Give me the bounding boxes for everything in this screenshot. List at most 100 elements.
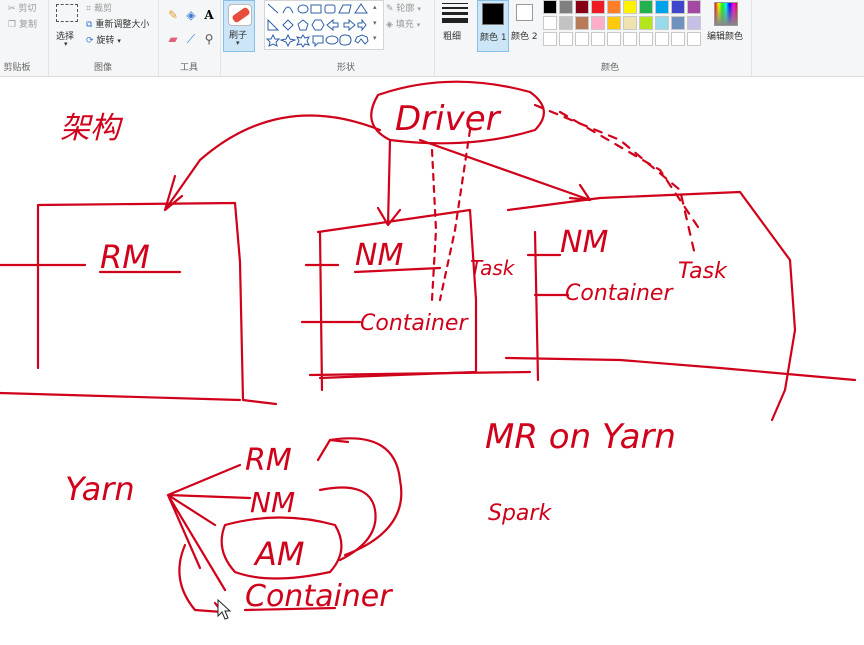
brush-icon [228,4,252,26]
palette-swatch[interactable] [687,0,701,14]
rotate-label: 旋转 [96,36,115,46]
color1-label: 颜色 1 [480,33,507,43]
arrow-driver-rm [163,114,382,212]
outline-button[interactable]: ✎ 轮廓 ▾ [386,4,421,14]
crop-button[interactable]: ⌗ 裁剪 [86,1,112,14]
shapes-group-label: 形状 [336,63,355,73]
copy-button[interactable]: ❐ 复制 [8,17,37,30]
palette-swatch[interactable] [623,0,637,14]
drawing-canvas[interactable]: 架构 Driver AM RM NM Container Task NM Tas… [0,77,864,645]
container-2-text: Container [565,281,674,306]
copy-icon: ❐ [8,20,17,30]
yarn-fan [166,463,252,592]
color-picker-icon[interactable]: ⟋ [186,32,196,46]
brush-button[interactable]: 刷子 ▾ [223,0,255,52]
rm-box-text: RM [100,238,150,276]
palette-swatch[interactable] [671,16,685,30]
shapes-expand-icon[interactable]: ▾ [373,34,377,42]
arrow-driver-nm2 [418,138,592,202]
palette-swatch[interactable] [687,16,701,30]
palette-swatch[interactable] [687,32,701,46]
crop-icon: ⌗ [86,4,92,14]
dashed-arrow-3 [533,103,697,257]
nm-bottom-text: NM [250,486,295,519]
palette-swatch[interactable] [671,32,685,46]
palette-swatch[interactable] [639,0,653,14]
palette-swatch[interactable] [671,0,685,14]
nm-box-outline [316,208,478,392]
rotate-button[interactable]: ⟳ 旋转 ▾ [86,33,121,46]
rotate-icon: ⟳ [86,36,94,46]
palette-swatch[interactable] [543,32,557,46]
palette-swatch[interactable] [655,0,669,14]
scissors-icon: ✂ [8,4,16,14]
brush-label: 刷子 [229,31,248,41]
cycle-arrows [316,437,403,562]
brush-dropdown-icon: ▾ [236,39,240,47]
resize-icon: ⧉ [86,20,93,30]
palette-swatch[interactable] [623,32,637,46]
shapes-gallery[interactable]: ▴ ▾ ▾ [264,0,384,50]
rainbow-palette-icon [714,2,738,26]
palette-swatch[interactable] [623,16,637,30]
palette-swatch[interactable] [607,0,621,14]
nm-underline [353,266,442,274]
palette-swatch[interactable] [559,32,573,46]
palette-swatch[interactable] [543,16,557,30]
select-button[interactable]: 选择 ▾ [54,2,80,52]
text-tool-icon[interactable]: A [204,8,214,22]
rm-box-outline [36,201,278,406]
rotate-dropdown-icon: ▾ [117,37,121,45]
copy-label: 复制 [18,20,37,30]
pencil-icon[interactable]: ✎ [167,8,179,22]
size-button[interactable]: 粗细 [437,0,475,52]
palette-swatch[interactable] [575,16,589,30]
shapes-scroll-down-icon[interactable]: ▾ [373,19,377,27]
palette-swatch[interactable] [607,32,621,46]
fill-button[interactable]: ◈ 填充 ▾ [386,20,421,30]
rm-bottom-text: RM [245,443,292,478]
color1-button[interactable]: 颜色 1 [477,0,509,52]
palette-swatch[interactable] [655,16,669,30]
eraser-icon[interactable]: ▰ [168,32,178,46]
dashed-arrow-4 [558,110,702,232]
fill-label: 填充 [395,20,414,30]
fill-bucket-icon[interactable]: ◈ [186,8,196,22]
container-1-text: Container [360,311,469,336]
palette-swatch[interactable] [607,16,621,30]
palette-swatch[interactable] [655,32,669,46]
am-top-text: AM [417,77,497,80]
nm-box2-outline [504,190,857,422]
container-bottom-text: Container [245,579,393,614]
rm-box-axis [0,263,242,402]
palette-swatch[interactable] [575,32,589,46]
palette-swatch[interactable] [639,16,653,30]
palette-swatch[interactable] [639,32,653,46]
cut-button[interactable]: ✂ 剪切 [8,1,36,14]
palette-swatch[interactable] [559,0,573,14]
shapes-scroll-icon[interactable]: ▴ [373,3,377,11]
color2-button[interactable]: 颜色 2 [510,0,540,52]
color2-label: 颜色 2 [511,32,538,42]
left-bracket [178,543,224,614]
palette-swatch[interactable] [591,16,605,30]
color2-swatch [516,4,533,21]
resize-button[interactable]: ⧉ 重新调整大小 [86,17,149,30]
edit-colors-button[interactable]: 编辑颜色 [707,0,751,52]
nm-box-axis [300,263,532,377]
am-ellipse [220,516,343,580]
palette-swatch[interactable] [575,0,589,14]
magnifier-icon[interactable]: ⚲ [204,32,214,46]
outline-icon: ✎ [386,4,394,14]
chinese-note: 架构 [60,111,124,146]
palette-swatch[interactable] [543,0,557,14]
palette-swatch[interactable] [591,0,605,14]
nm-box2-axis [526,253,570,297]
palette-swatch[interactable] [559,16,573,30]
arrow-driver-nm [376,138,402,227]
resize-label: 重新调整大小 [95,20,150,30]
edit-colors-label: 编辑颜色 [707,32,744,42]
mouse-cursor-icon [217,598,232,620]
paint-ribbon: ✂ 剪切 ❐ 复制 剪贴板 选择 ▾ ⌗ 裁剪 ⧉ 重新调整大小 ⟳ 旋转 ▾ … [0,0,864,77]
palette-swatch[interactable] [591,32,605,46]
